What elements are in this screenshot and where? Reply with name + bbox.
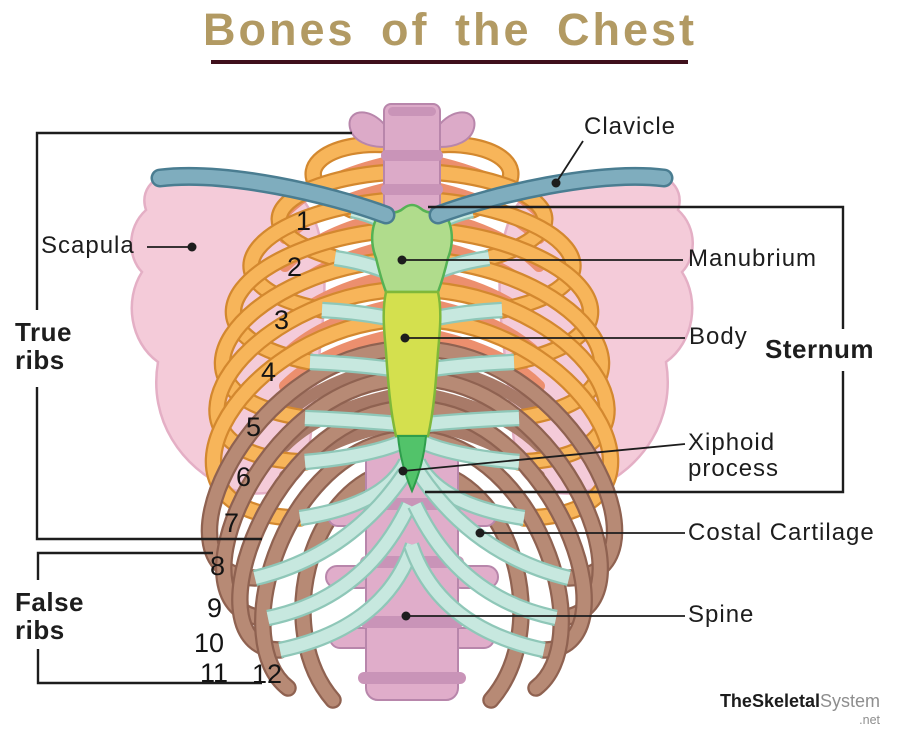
xiphoid-shape [396,435,428,494]
watermark-brand-light: System [819,691,880,711]
label-false-ribs: False ribs [15,587,84,645]
dot-scapula [187,242,197,252]
dot-manubrium [397,255,407,265]
sternum-body-shape [382,290,442,438]
dot-costal-cartilage [475,528,485,538]
label-costal-cartilage: Costal Cartilage [688,519,875,546]
watermark-suffix: .net [859,713,880,727]
label-xiphoid-process: Xiphoid process [688,429,780,482]
watermark: TheSkeletalSystem .net [720,692,880,730]
dot-body [400,333,410,343]
pointer-clavicle [555,140,584,184]
rib-number-5: 5 [246,412,262,442]
rib-number-12: 12 [252,659,283,689]
bracket-false-ribs [36,551,262,685]
bracket-true-ribs [35,131,352,541]
rib-number-6: 6 [236,462,252,492]
rib-number-9: 9 [207,593,223,623]
bracket-sternum [425,205,845,494]
title-underline [211,60,688,64]
annotation-brackets [35,131,845,685]
pointer-lines [147,140,686,617]
rib-number-4: 4 [261,357,277,387]
label-scapula: Scapula [41,232,135,259]
page-title: Bones of the Chest [202,4,698,55]
rib-number-3: 3 [274,305,290,335]
label-body: Body [689,323,748,350]
rib-number-7: 7 [224,508,240,538]
label-true-ribs: True ribs [15,317,72,375]
rib-number-2: 2 [287,252,303,282]
pointer-dots [187,178,561,621]
label-clavicle: Clavicle [584,113,677,140]
manubrium-shape [370,203,454,294]
watermark-brand-bold: TheSkeletal [719,691,820,711]
label-manubrium: Manubrium [688,245,818,272]
label-sternum: Sternum [765,334,874,364]
rib-number-8: 8 [210,551,226,581]
pointer-xiphoid [402,443,686,472]
rib-number-11: 11 [200,658,229,688]
rib-number-10: 10 [194,628,225,658]
dot-spine [401,611,411,621]
sternum-shape [370,203,454,494]
dot-clavicle [551,178,561,188]
spine-upper [348,103,476,223]
dot-xiphoid [398,466,408,476]
rib-number-1: 1 [296,206,312,236]
label-spine: Spine [688,601,755,628]
